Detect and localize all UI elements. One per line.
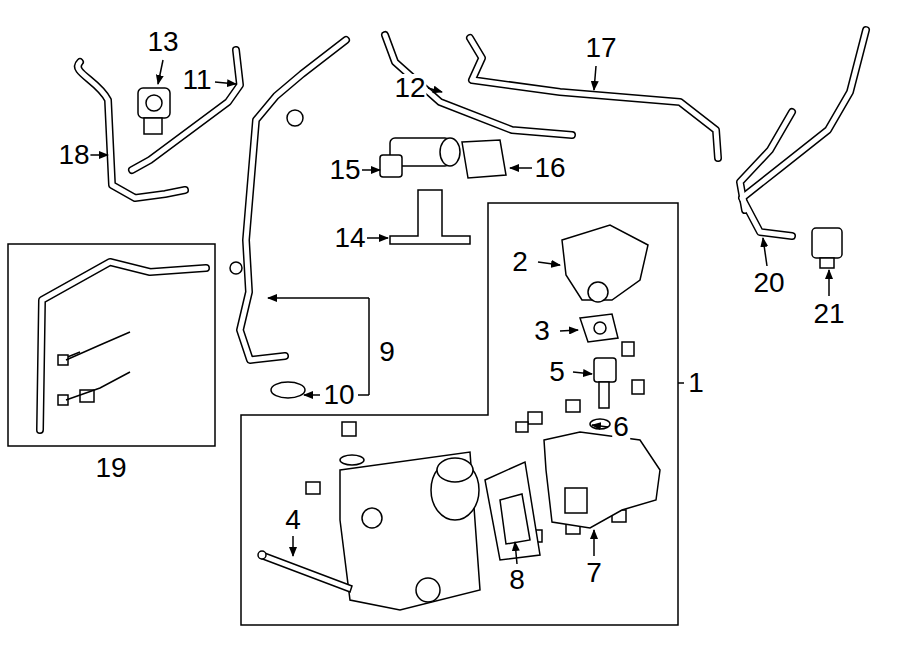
callout-number: 10	[322, 381, 355, 409]
callout-number: 6	[612, 413, 630, 441]
callout-number: 18	[57, 141, 90, 169]
callout-number: 14	[333, 224, 366, 252]
callout-number: 5	[548, 358, 566, 386]
callout-number: 1	[687, 369, 705, 397]
callout-number: 20	[752, 269, 785, 297]
callout-number: 3	[533, 317, 551, 345]
callout-number: 4	[284, 506, 302, 534]
callout-number: 17	[584, 34, 617, 62]
callout-number: 15	[328, 156, 361, 184]
callout-number: 7	[585, 559, 603, 587]
callout-number: 2	[511, 248, 529, 276]
callout-number: 11	[181, 66, 212, 94]
callout-number: 8	[508, 566, 526, 594]
callout-number: 16	[533, 154, 566, 182]
callout-number: 19	[94, 454, 127, 482]
callout-number: 21	[812, 300, 845, 328]
callout-number: 9	[378, 338, 396, 366]
callout-number: 12	[393, 74, 426, 102]
callout-number: 13	[146, 28, 179, 56]
